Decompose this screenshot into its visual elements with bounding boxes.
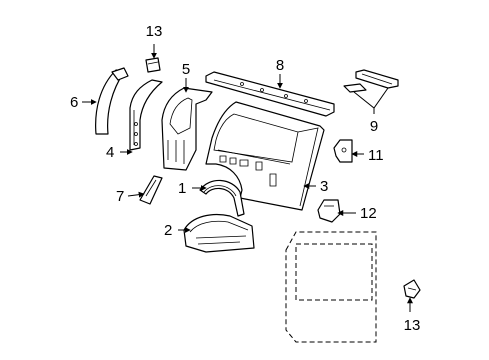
part-11-bracket [333,139,353,163]
callout-10: 13 [146,23,163,40]
part-13-component [403,279,421,299]
callout-6: 6 [70,94,78,111]
callout-labels: 13 6 5 8 4 7 1 2 3 9 11 12 13 [70,23,420,334]
part-4-inner-pillar [129,79,163,151]
part-6-pillar-strip [95,67,129,135]
part-2-wheelhouse-inner [183,213,255,253]
leader-lines [82,44,413,312]
callout-9: 9 [370,118,378,135]
callout-11: 11 [368,147,384,164]
part-7-bracket [139,175,163,205]
callout-3: 3 [320,178,328,195]
callout-8: 8 [276,57,284,74]
part-5-quarter-inner [161,87,213,171]
part-1-wheelhouse-arch [199,179,245,217]
sliding-door-outline [285,231,377,343]
callout-4: 4 [106,144,114,161]
part-12-bracket [317,199,341,223]
callout-2: 2 [164,222,172,239]
part-3-side-panel [205,101,325,211]
part-8-roof-rail [205,71,335,117]
part-10-bracket [145,57,161,73]
callout-5: 5 [182,61,190,78]
callout-13: 13 [404,317,421,334]
part-9-floor-pieces [343,69,399,93]
callout-7: 7 [116,188,124,205]
callout-12: 12 [360,205,377,222]
callout-1: 1 [178,180,186,197]
